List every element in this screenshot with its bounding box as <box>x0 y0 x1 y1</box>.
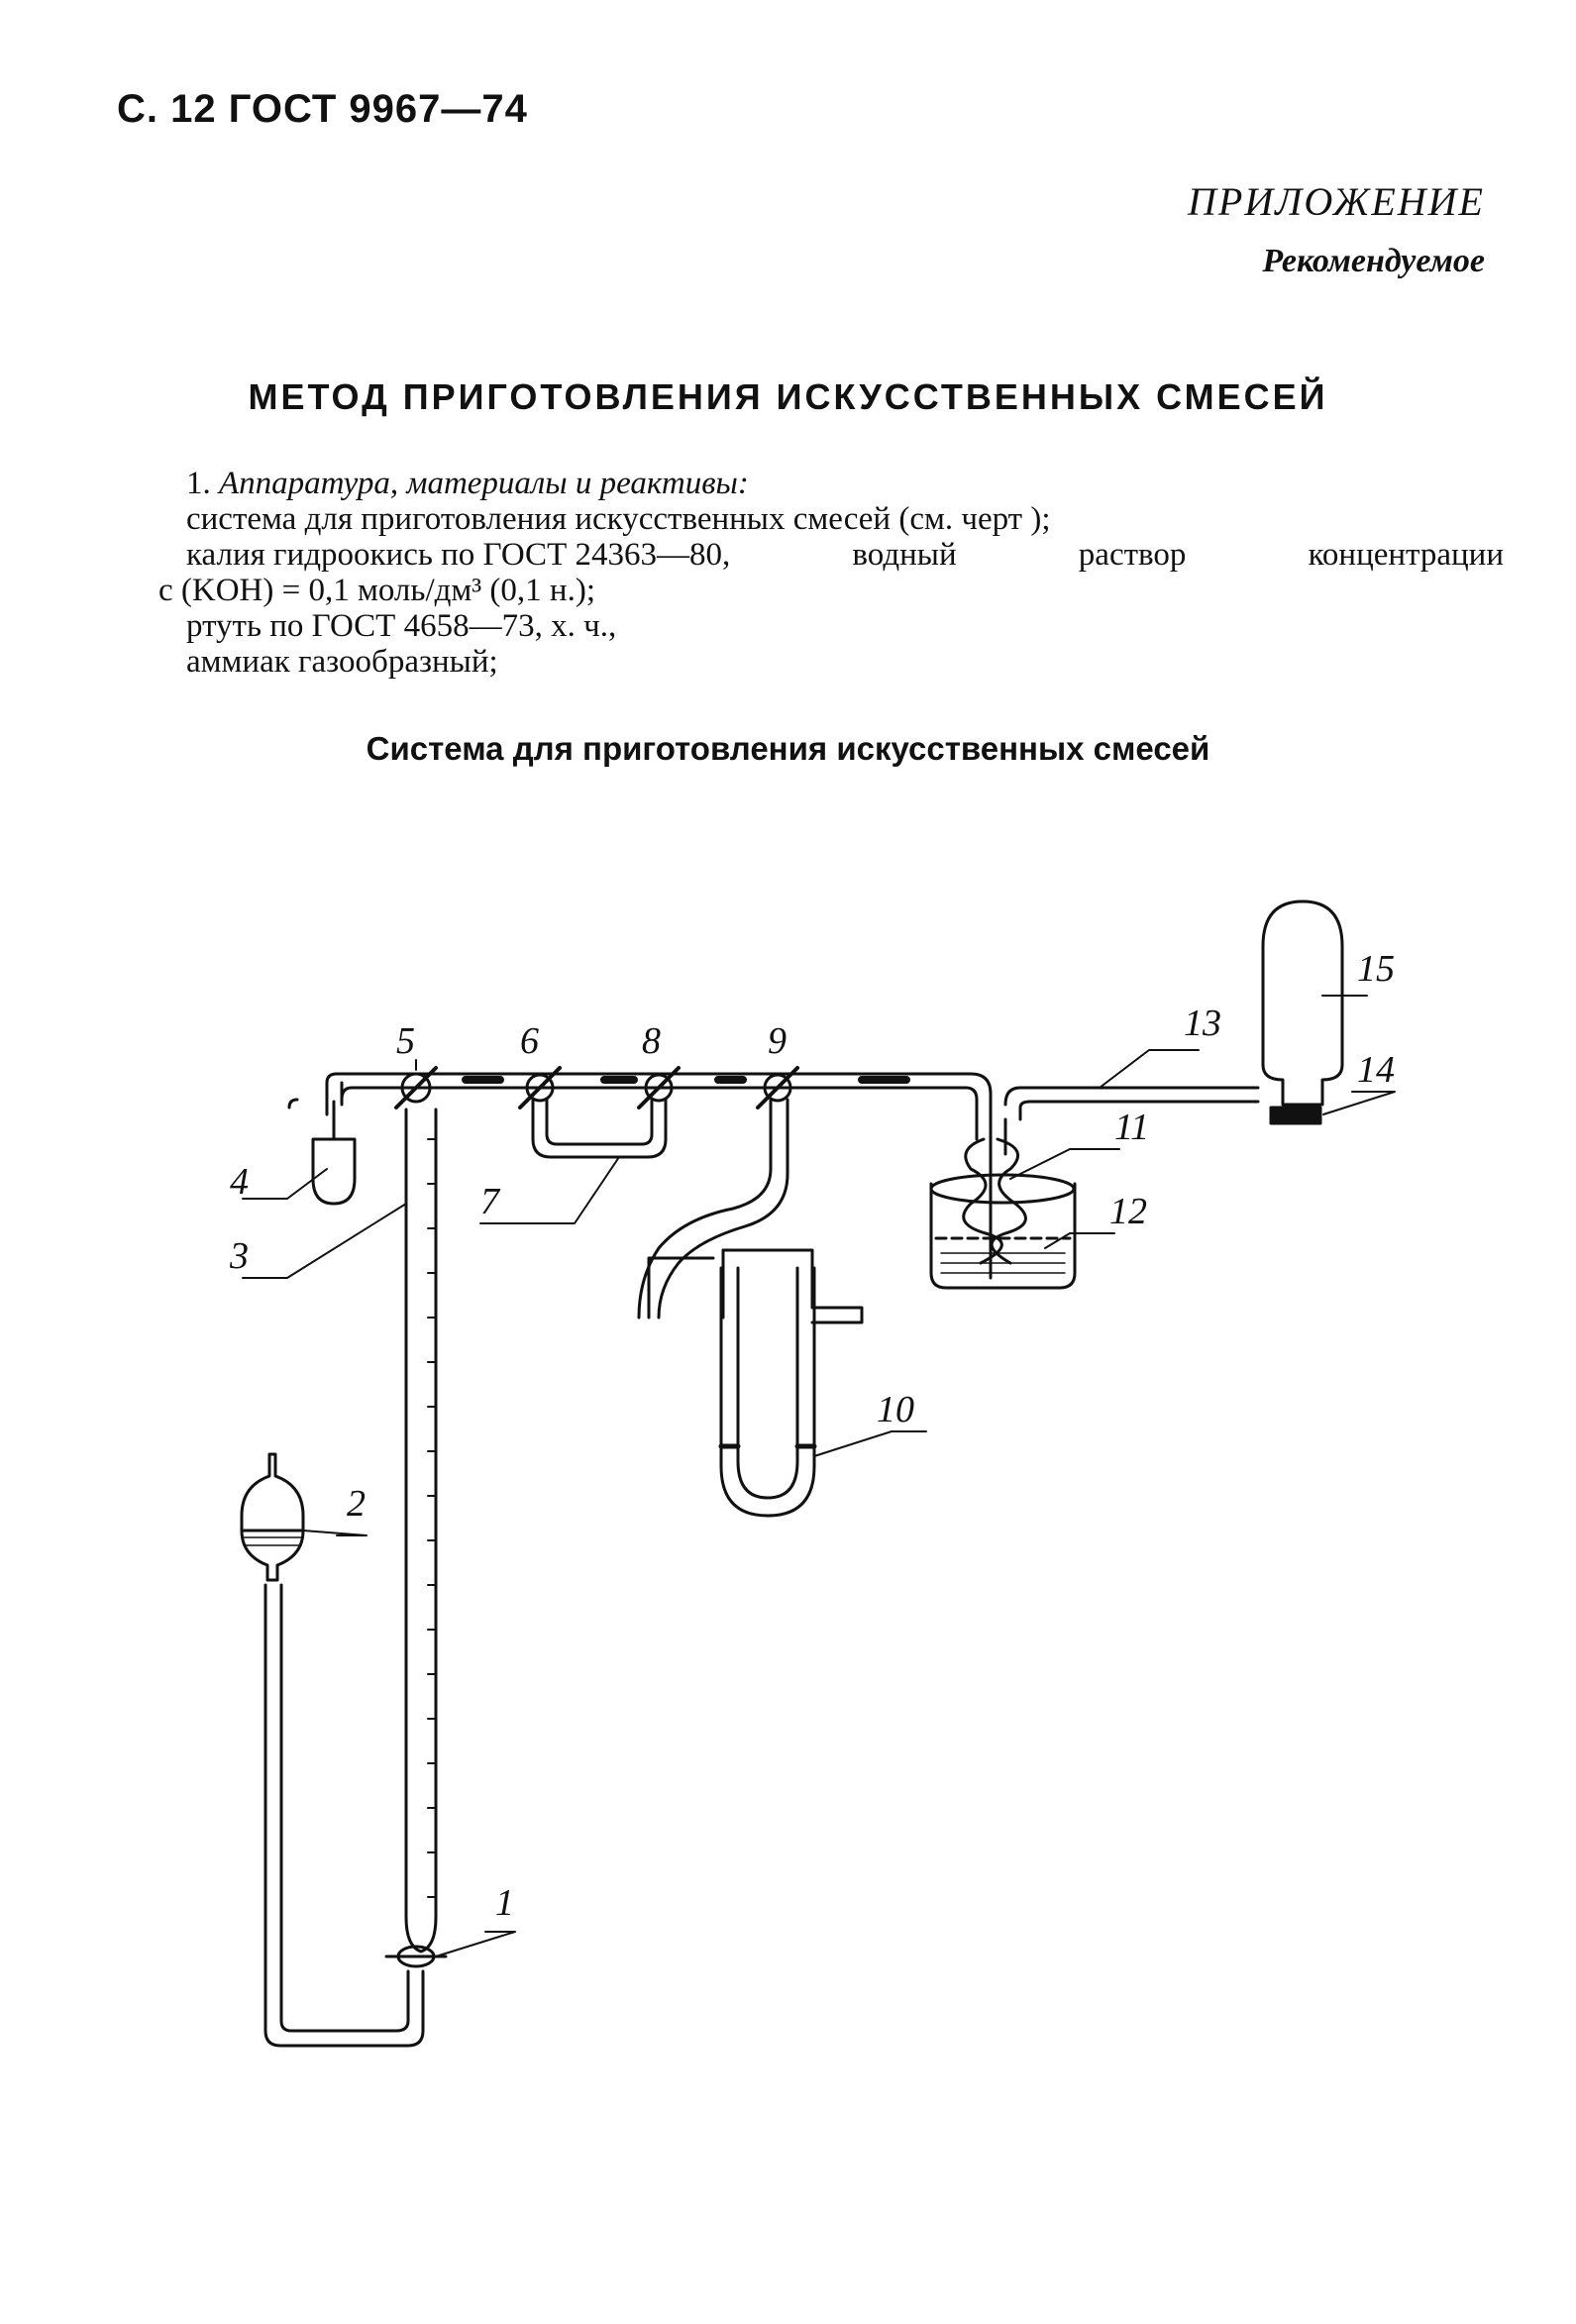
item-mercury: ртуть по ГОСТ 4658—73, х. ч., <box>186 608 617 644</box>
figure-caption: Система для приготовления искусственных … <box>366 730 1210 767</box>
label-1: 1 <box>495 1882 514 1924</box>
label-5: 5 <box>396 1020 415 1062</box>
item-system: система для приготовления искусственных … <box>186 501 1051 537</box>
page-reference: С. 12 ГОСТ 9967—74 <box>117 87 528 131</box>
item-koh-part1: калия гидроокись по ГОСТ 24363—80, <box>186 537 731 573</box>
label-8: 8 <box>642 1020 661 1062</box>
appendix-block: ПРИЛОЖЕНИЕ Рекомендуемое <box>1188 178 1485 280</box>
label-14: 14 <box>1357 1049 1395 1091</box>
section-number: 1. <box>186 466 211 501</box>
label-11: 11 <box>1114 1107 1149 1148</box>
label-6: 6 <box>520 1020 539 1062</box>
label-13: 13 <box>1184 1003 1221 1044</box>
item-koh: калия гидроокись по ГОСТ 24363—80, водны… <box>186 537 1504 573</box>
label-9: 9 <box>768 1020 787 1062</box>
section-1: 1. Аппаратура, материалы и реактивы: сис… <box>158 466 1504 680</box>
item-koh-part2: водный <box>852 537 957 573</box>
document-title: МЕТОД ПРИГОТОВЛЕНИЯ ИСКУССТВЕННЫХ СМЕСЕЙ <box>248 376 1328 417</box>
label-3: 3 <box>229 1235 249 1277</box>
label-15: 15 <box>1357 948 1395 990</box>
appendix-subtitle: Рекомендуемое <box>1262 243 1485 279</box>
item-koh-concentration: c (KOH) = 0,1 моль/дм³ (0,1 н.); <box>158 573 595 608</box>
section-heading-text: Аппаратура, материалы и реактивы: <box>219 466 749 501</box>
item-ammonia: аммиак газообразный; <box>186 644 498 680</box>
label-7: 7 <box>480 1181 501 1222</box>
label-4: 4 <box>230 1161 249 1203</box>
item-koh-part3: раствор <box>1078 537 1187 573</box>
label-12: 12 <box>1109 1191 1147 1232</box>
label-10: 10 <box>877 1389 914 1430</box>
appendix-title: ПРИЛОЖЕНИЕ <box>1188 179 1485 224</box>
label-2: 2 <box>347 1483 366 1525</box>
item-koh-part4: концентрации <box>1308 537 1504 573</box>
section-1-heading: 1. Аппаратура, материалы и реактивы: <box>186 466 1504 501</box>
